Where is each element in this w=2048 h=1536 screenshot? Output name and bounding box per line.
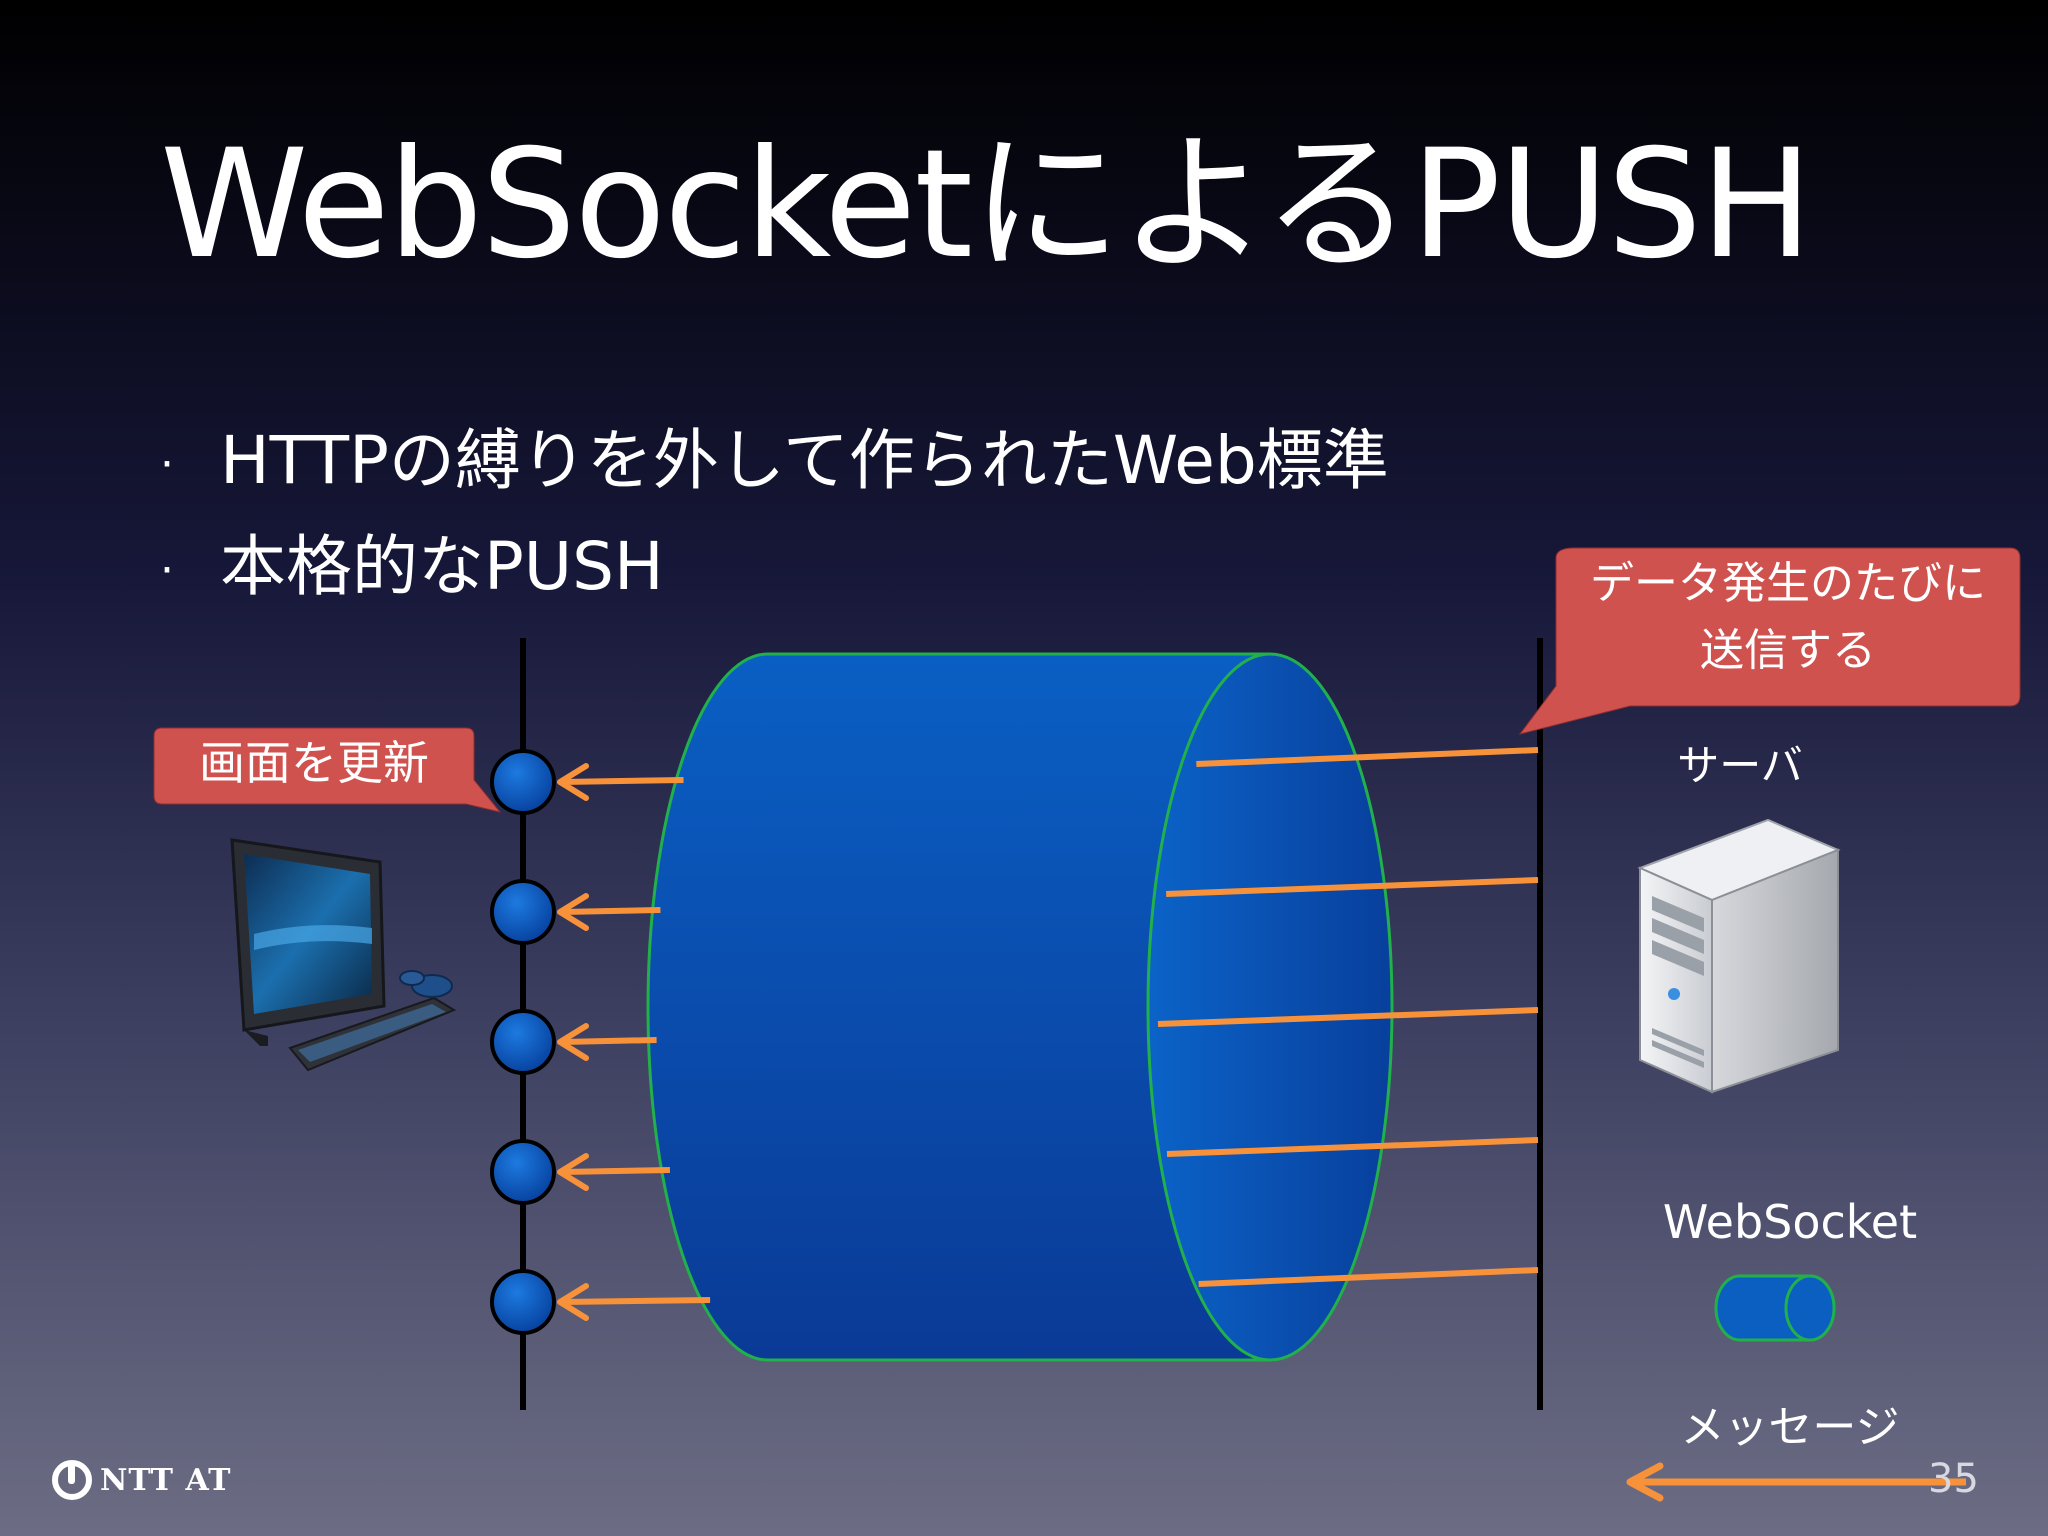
page-number: 35 — [1928, 1456, 1979, 1502]
websocket-tube — [646, 652, 1394, 1362]
message-arrow-outgoing — [561, 1167, 670, 1175]
bullet-list: · HTTPの縛りを外して作られたWeb標準 · 本格的なPUSH — [160, 410, 1389, 622]
message-arrow-incoming — [1198, 1267, 1539, 1287]
message-arrowhead — [557, 893, 589, 931]
message-arrow-outgoing — [561, 777, 684, 785]
slide-title: WebSocketによるPUSH — [160, 118, 1813, 292]
server-callout: データ発生のたびに 送信する — [1518, 547, 2021, 735]
client-message-node — [490, 879, 556, 945]
client-callout-text: 画面を更新 — [199, 736, 429, 790]
legend-message-label: メッセージ — [1680, 1402, 1899, 1453]
client-callout: 画面を更新 — [153, 727, 502, 813]
logo-text: NTT AT — [100, 1462, 232, 1498]
websocket-tube-end — [1146, 652, 1394, 1362]
legend-websocket-swatch — [1714, 1274, 1836, 1342]
message-arrow-outgoing — [561, 1037, 657, 1045]
legend-websocket-label: WebSocket — [1663, 1195, 1917, 1249]
client-message-node — [490, 1139, 556, 1205]
message-arrow-outgoing — [561, 907, 661, 915]
bullet-item: · 本格的なPUSH — [160, 516, 1389, 622]
message-arrow-outgoing — [561, 1297, 711, 1305]
bullet-dot: · — [160, 544, 174, 596]
bullet-text: HTTPの縛りを外して作られたWeb標準 — [220, 422, 1389, 499]
message-arrowhead — [557, 763, 589, 801]
bullet-item: · HTTPの縛りを外して作られたWeb標準 — [160, 410, 1389, 516]
server-label: サーバ — [1677, 741, 1803, 790]
server-callout-line1: データ発生のたびに — [1590, 558, 1986, 609]
client-message-node — [490, 1009, 556, 1075]
message-arrowhead — [557, 1023, 589, 1061]
message-arrowhead — [557, 1153, 589, 1191]
client-message-node — [490, 1269, 556, 1335]
company-logo: NTT AT — [52, 1460, 231, 1500]
message-arrowhead — [557, 1283, 589, 1321]
bullet-text: 本格的なPUSH — [220, 527, 664, 605]
client-message-node — [490, 749, 556, 815]
desktop-computer-icon — [230, 838, 457, 1072]
legend-message-arrow — [1626, 1462, 1966, 1502]
server-tower-icon — [1637, 818, 1841, 1094]
bullet-dot: · — [160, 438, 174, 490]
message-arrows — [490, 747, 1539, 1335]
server-callout-line2: 送信する — [1700, 625, 1876, 676]
message-arrow-incoming — [1166, 1137, 1539, 1157]
message-arrow-incoming — [1166, 877, 1539, 897]
logo-mark-icon — [52, 1460, 92, 1500]
message-arrow-incoming — [1157, 1007, 1539, 1027]
message-arrow-incoming — [1196, 747, 1539, 767]
